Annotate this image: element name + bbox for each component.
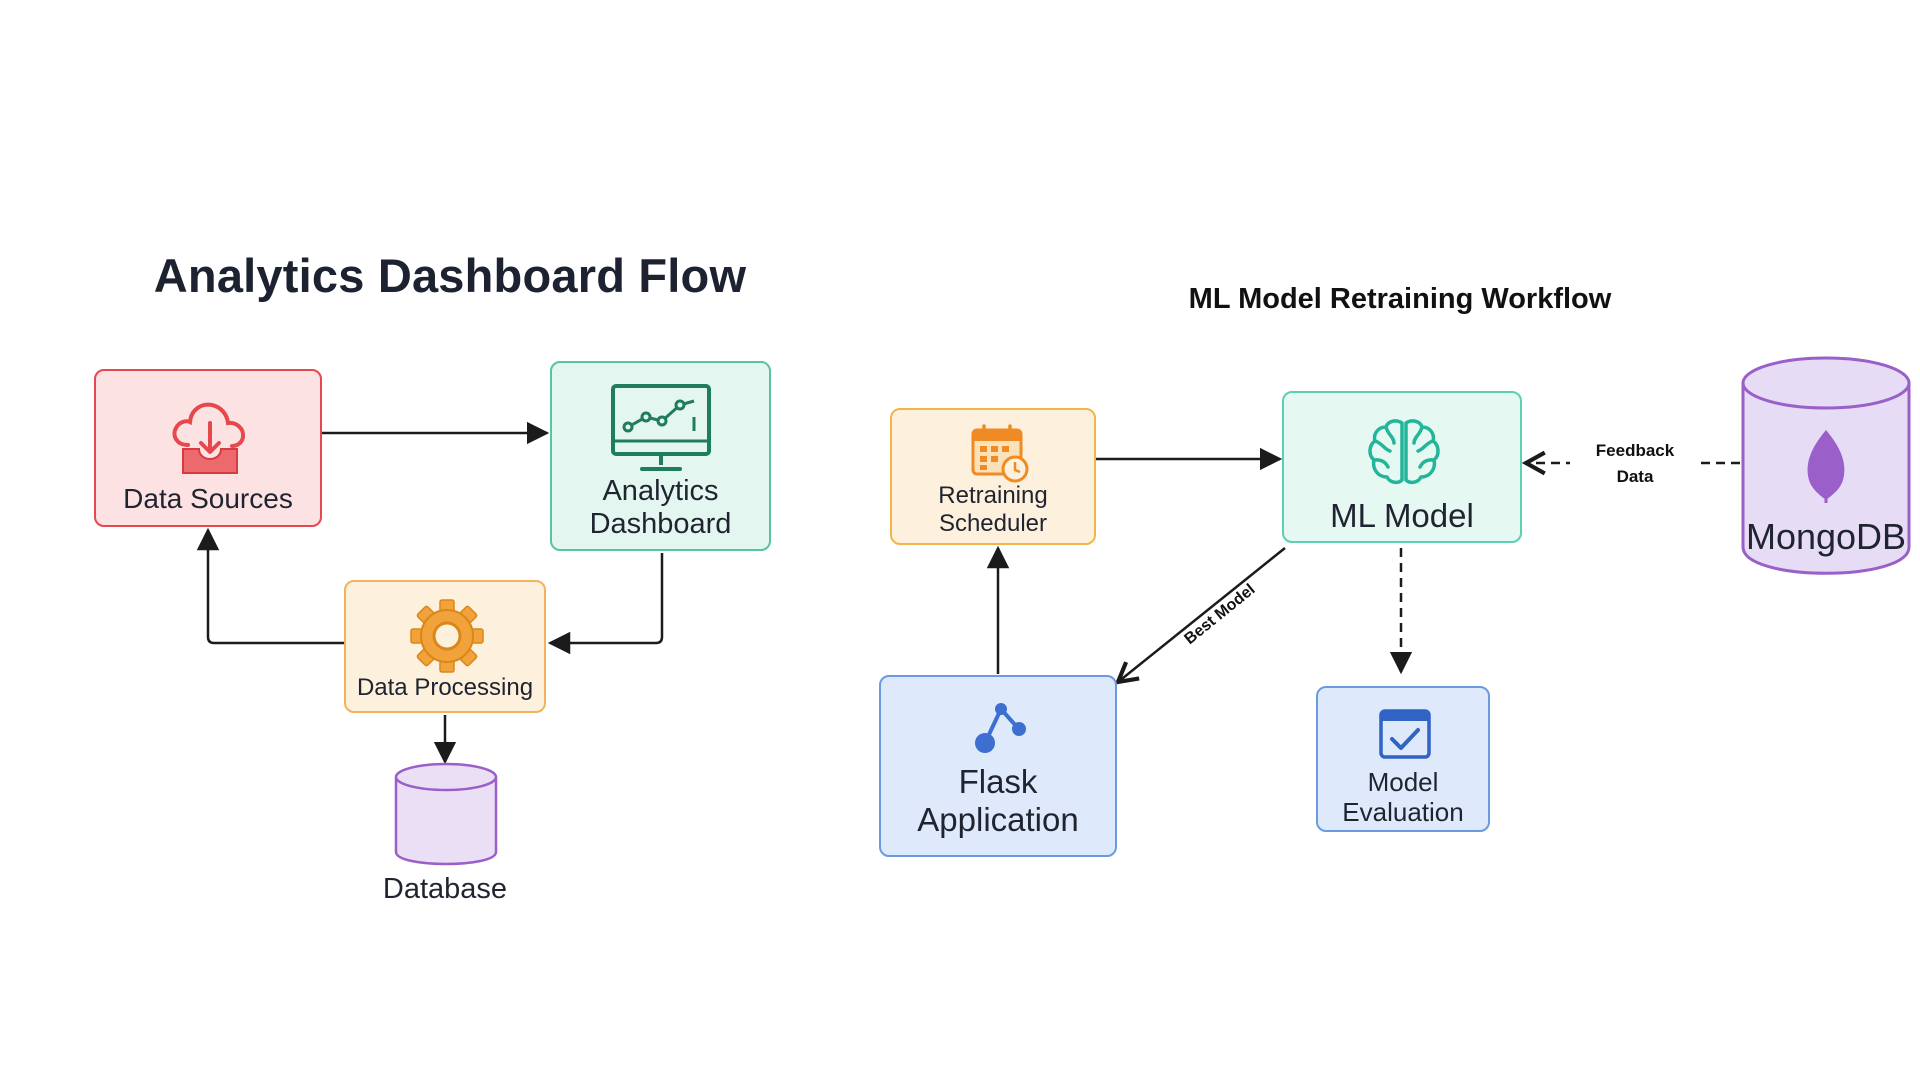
analytics-dashboard-label-line1: Analytics [602,475,719,507]
analytics-dashboard-label-line2: Dashboard [589,508,732,541]
ml-model-label: ML Model [1330,497,1474,534]
retraining-scheduler-label: Retraining Scheduler [892,482,1094,537]
brain-icon [1368,419,1440,485]
analytics-dashboard-node[interactable]: Analytics Dashboard [550,361,771,551]
feedback-data-label-line1: Feedback [1595,441,1675,460]
model-evaluation-label-line1: Model [1367,767,1439,797]
flask-application-label-line1: Flask [958,763,1038,800]
analytics-flow-title: Analytics Dashboard Flow [153,249,747,302]
model-evaluation-node[interactable]: Model Evaluation [1316,686,1490,832]
calendar-clock-icon [971,424,1029,483]
model-evaluation-label: Model Evaluation [1318,767,1488,828]
feedback-data-label-line2: Data [1616,466,1654,486]
data-sources-label: Data Sources [123,483,293,514]
mongodb-label: MongoDB [1745,516,1907,557]
flask-application-label: Flask Application [881,763,1115,839]
edge-processing-to-sources [196,527,344,645]
flask-application-node[interactable]: Flask Application [879,675,1117,857]
database-label: Database [382,873,508,905]
feedback-data-label: Feedback Data [1570,438,1700,489]
gear-icon [410,599,484,673]
checkbox-window-icon [1379,709,1431,759]
analytics-dashboard-label: Analytics Dashboard [552,475,769,542]
flask-application-label-line2: Application [917,800,1079,838]
database-icon [394,762,498,866]
ml-model-node[interactable]: ML Model [1282,391,1522,543]
edge-model-to-flask [1118,547,1286,682]
retraining-scheduler-node[interactable]: Retraining Scheduler [890,408,1096,545]
mongodb-leaf-icon [1807,430,1845,503]
data-processing-label: Data Processing [356,674,534,701]
data-processing-node[interactable]: Data Processing [344,580,546,713]
model-evaluation-label-line2: Evaluation [1342,796,1464,827]
data-sources-node[interactable]: Data Sources [94,369,322,527]
retraining-scheduler-label-line2: Scheduler [938,509,1048,537]
ml-workflow-title: ML Model Retraining Workflow [1188,283,1612,315]
cloud-download-icon [172,402,246,474]
graph-nodes-icon [975,703,1026,753]
retraining-scheduler-label-line1: Retraining [938,482,1048,509]
monitor-chart-icon [611,384,711,471]
edge-dashboard-to-processing [547,553,664,655]
